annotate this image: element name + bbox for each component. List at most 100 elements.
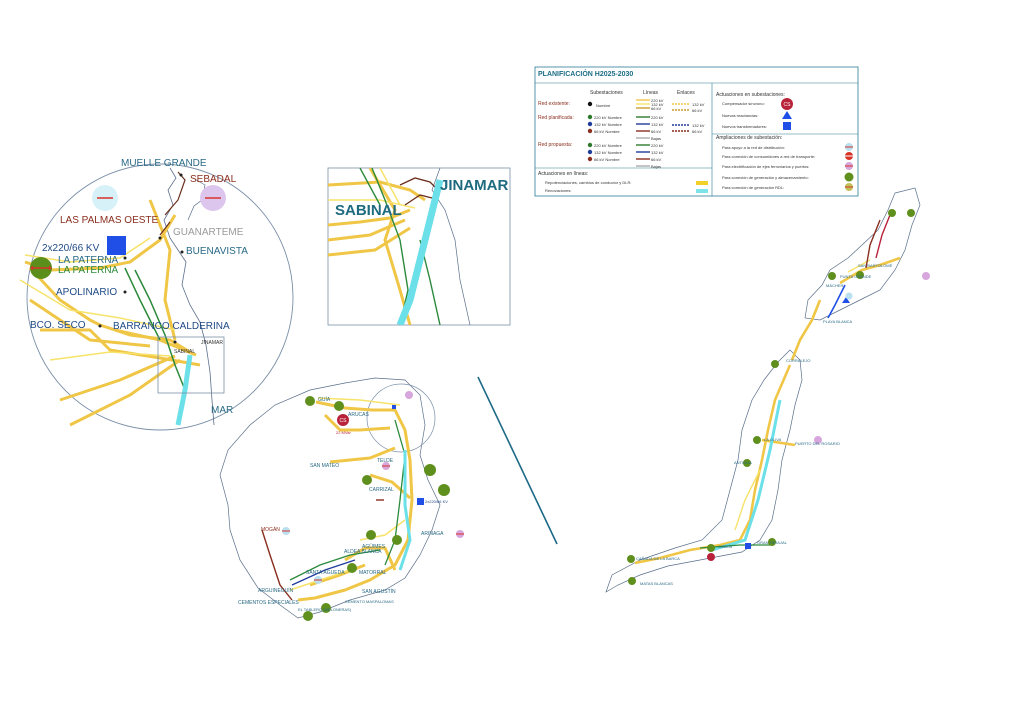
divider-line: [477, 376, 558, 545]
label-cemento-maspalomas: CEMENTO MASPALOMAS: [345, 599, 394, 604]
label-la-paterna-2: LA PATERNA: [58, 265, 119, 276]
label-el-tablero: EL TABLERO (MELONERAS): [298, 607, 352, 612]
label-aguimes: AGÜIMES: [362, 544, 386, 550]
link-item: 132 kV: [692, 123, 705, 128]
label-puerto-del-rosario: PUERTO DEL ROSARIO: [795, 441, 840, 446]
label-jandia: JANDÍA: [718, 544, 733, 549]
line-item: 132 kV: [651, 150, 664, 155]
label-barranco-calderina: BARRANCO CALDERINA: [113, 321, 230, 332]
line-item: 220 kV: [651, 143, 664, 148]
label-arguineguin: ARGUINEGUÍN: [258, 588, 294, 594]
label-telde: TELDE: [377, 458, 394, 464]
line-item: 132 kV: [651, 102, 664, 107]
line-item: 220 kV: [651, 98, 664, 103]
cs-icon: [781, 98, 793, 110]
label-santa-agueda: SANTA ÁGUEDA: [306, 570, 345, 576]
gran-canaria-map: CS: [219, 377, 464, 621]
expansions-item: Para conexión de generación RDL:: [722, 185, 785, 190]
link-item: 66 kV: [692, 108, 703, 113]
zoom-circle: [19, 163, 294, 431]
expansions-item: Para apoyo a la red de distribución:: [722, 145, 785, 150]
label-matorral: MATORRAL: [359, 570, 387, 576]
label-guanarteme: GUANARTEME: [173, 227, 244, 238]
expansions-section-title: Ampliaciones de subestación:: [716, 135, 783, 141]
label-buenavista: BUENAVISTA: [186, 246, 248, 257]
coastline-fuerteventura: [605, 349, 803, 593]
sub-item: 220 kV Nombre: [594, 115, 622, 120]
sub-item: 132 kV Nombre: [594, 122, 622, 127]
label-22mvar: 22 MVar: [336, 430, 351, 435]
label-macher: MÁCHER: [826, 283, 844, 288]
label-arucas: ARUCAS: [348, 412, 369, 418]
legend-title: PLANIFICACIÓN H2025-2030: [538, 71, 634, 78]
substations-item: Nuevas reactancias:: [722, 113, 759, 118]
svg-text:CS: CS: [340, 418, 348, 424]
label-carrizal: CARRIZAL: [369, 487, 394, 493]
zoom-box: [327, 167, 511, 326]
link-item: 132 kV: [692, 102, 705, 107]
label-sabinal-small: SABINAL: [174, 349, 196, 355]
label-arinaga: ARINAGA: [421, 531, 444, 537]
line-item: 132 kV: [651, 122, 664, 127]
label-sebadal: SEBADAL: [190, 174, 237, 185]
label-sabinal: SABINAL: [335, 202, 402, 219]
transformer-icon: [107, 236, 126, 255]
coastline: [219, 377, 441, 619]
label-apolinario: APOLINARIO: [56, 287, 118, 298]
label-muelle-grande: MUELLE GRANDE: [121, 158, 207, 169]
col-lines: Líneas: [643, 90, 659, 96]
row-proposed-label: Red propuesta:: [538, 142, 573, 148]
row-planned-label: Red planificada:: [538, 115, 574, 121]
row-existing-label: Red existente:: [538, 101, 570, 107]
lanzarote-fuerteventura-map: [605, 187, 930, 593]
label-las-palmas-oeste: LAS PALMAS OESTE: [60, 215, 159, 226]
expansions-item: Para electrificación de ejes ferroviario…: [722, 164, 810, 169]
sub-item: 132 kV Nombre: [594, 150, 622, 155]
sub-item: 220 kV Nombre: [594, 143, 622, 148]
line-item: 220 kV: [651, 115, 664, 120]
sub-item: 66 kV Nombre: [594, 157, 620, 162]
col-links: Enlaces: [677, 90, 695, 96]
label-2x220-66kv: 2x220/66 KV: [42, 243, 100, 254]
label-mar: MAR: [211, 405, 234, 416]
substations-item: Compensador síncrono:: [722, 101, 765, 106]
label-gran-tarajal: GRAN TARAJAL: [757, 540, 787, 545]
label-bco-seco: BCO. SECO: [30, 320, 86, 331]
expansions-item: Para conexión de generación y almacenami…: [722, 175, 809, 180]
coastline: [163, 167, 215, 426]
label-antigua: ANTIGUA: [734, 460, 752, 465]
label-jinamar: JINAMAR: [440, 177, 509, 194]
line-item: 66 kV: [651, 106, 662, 111]
label-san-agustin: SAN AGUSTÍN: [362, 589, 396, 595]
line-item: 66 kV: [651, 157, 662, 162]
label-corralejo: CORRALEJO: [786, 358, 811, 363]
expansions-item: Para conexión de consumidores a red de t…: [722, 154, 816, 159]
label-gc-2x220-66kv: 2x220/66 KV: [425, 499, 448, 504]
line-item: Bajas: [651, 164, 662, 169]
label-canada-de-la-barca: CAÑADA DE LA BARCA: [636, 556, 680, 561]
label-san-bartolome: SAN BARTOLOMÉ: [858, 263, 893, 268]
col-substations: Subestaciones: [590, 90, 623, 96]
label-jinamar-small: JINAMAR: [201, 340, 223, 346]
label-san-mateo: SAN MATEO: [310, 463, 340, 469]
legend-box: CS: [534, 66, 859, 197]
line-item: Bajas: [651, 136, 662, 141]
label-cementos-especiales: CEMENTOS ESPECIALES: [238, 600, 299, 606]
triangle-icon: [782, 111, 792, 119]
coastline-lanzarote: [804, 187, 921, 321]
lines-section-title: Actuaciones en líneas:: [538, 171, 589, 177]
label-la-oliva: LA OLIVA: [764, 437, 782, 442]
svg-text:CS: CS: [784, 102, 792, 108]
substations-section-title: Actuaciones en subestaciones:: [716, 92, 785, 98]
line-item: 66 kV: [651, 129, 662, 134]
label-mogan: MOGÁN: [261, 527, 280, 533]
label-aldea-blanca: ALDEA BLANCA: [344, 549, 382, 555]
square-icon: [783, 122, 791, 130]
sub-item: 66 kV Nombre: [594, 129, 620, 134]
label-matas-blancas: MATAS BLANCAS: [640, 581, 673, 586]
lines-item: Repotenciaciones, cambios de conductor y…: [545, 180, 632, 185]
label-punta-grande: PUNTA GRANDE: [840, 274, 872, 279]
lines-item: Renovaciones:: [545, 188, 572, 193]
label-playa-blanca: PLAYA BLANCA: [823, 319, 853, 324]
